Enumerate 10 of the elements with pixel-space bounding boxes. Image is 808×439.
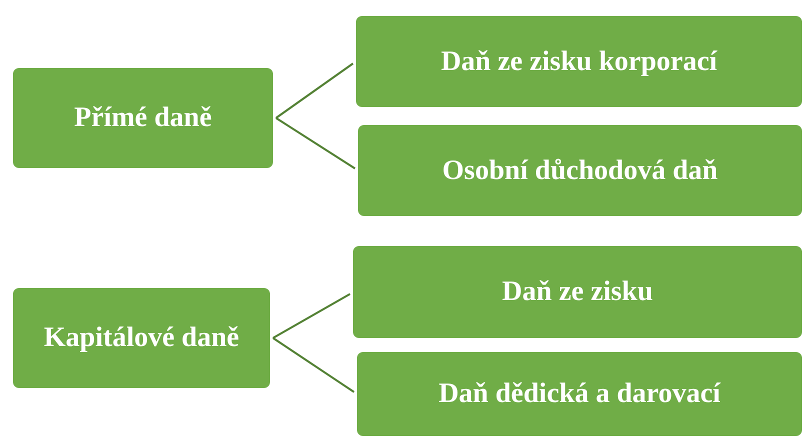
category-box: Přímé daně: [13, 68, 273, 168]
connector-line: [272, 293, 350, 339]
category-box: Kapitálové daně: [13, 288, 270, 388]
category-box: Daň ze zisku: [353, 246, 802, 338]
connector-line: [275, 117, 356, 170]
connector-line: [275, 62, 354, 119]
category-box: Osobní důchodová daň: [358, 125, 802, 216]
connector-line: [272, 337, 355, 393]
category-box: Daň dědická a darovací: [357, 352, 802, 436]
category-box: Daň ze zisku korporací: [356, 16, 802, 107]
